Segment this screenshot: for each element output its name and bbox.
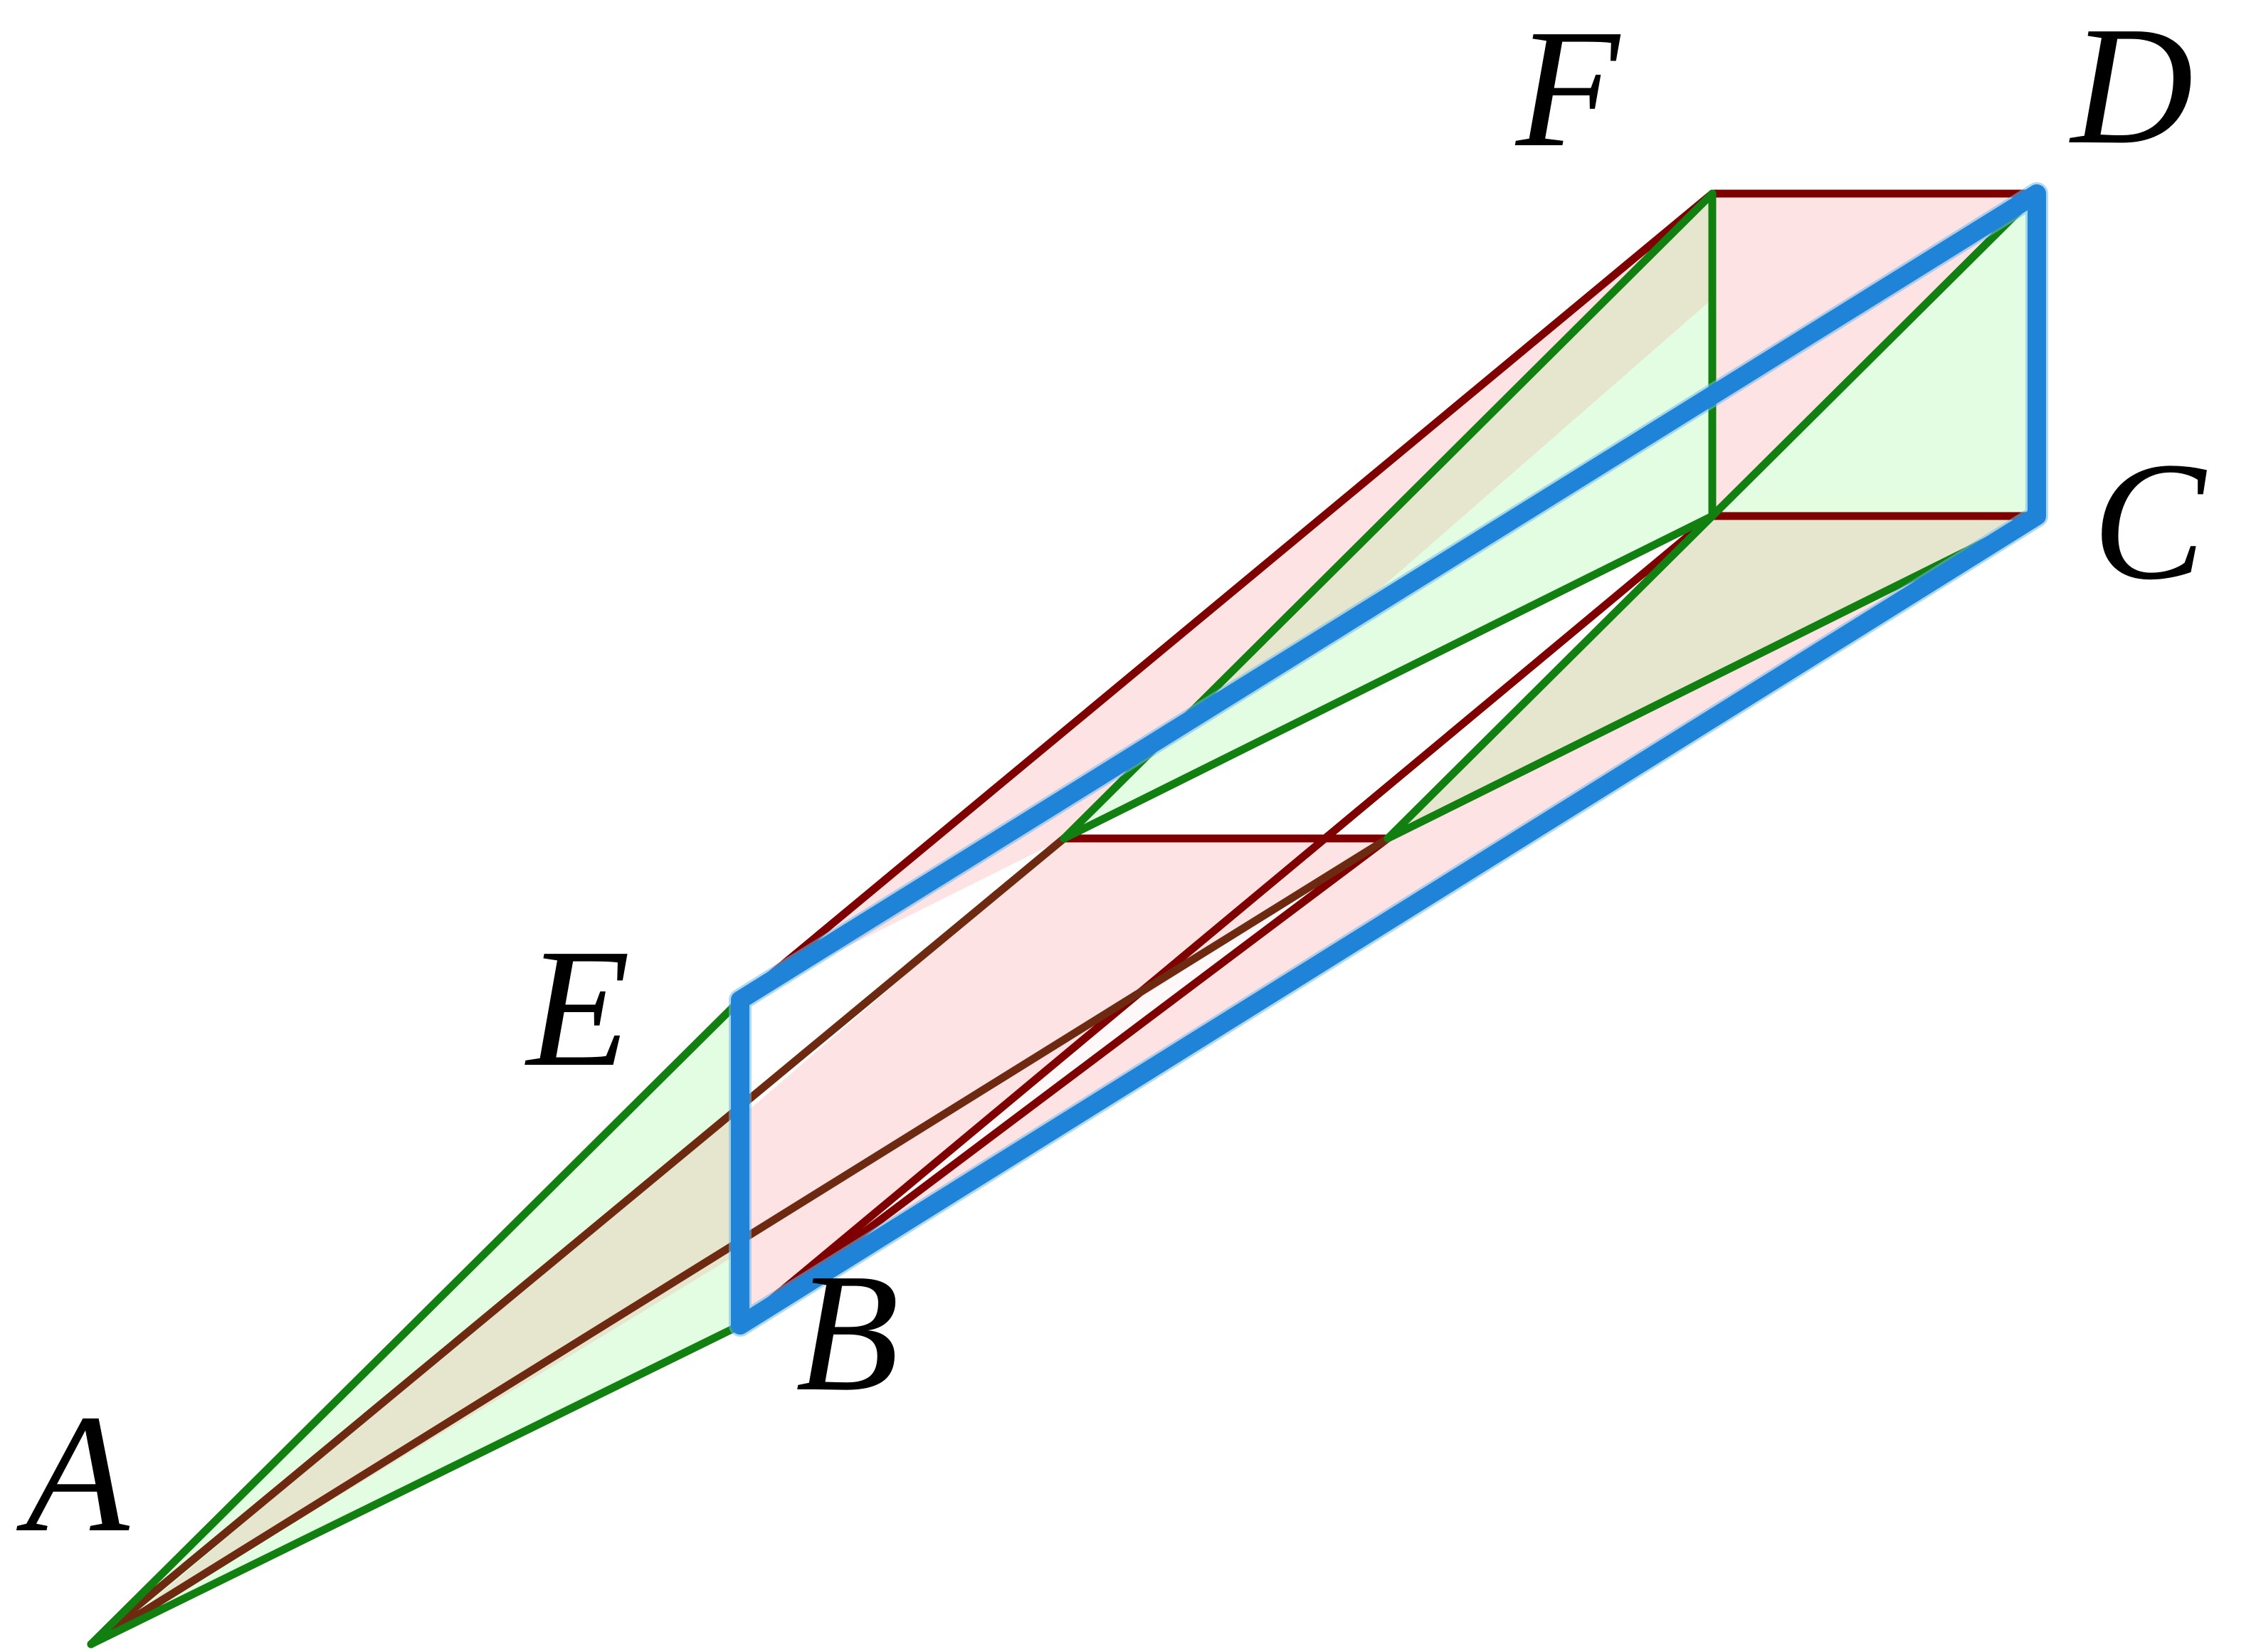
edge-mid-c-green [1383, 512, 2041, 843]
edge-b-mid [736, 834, 1392, 1330]
edge-mid-up [1060, 512, 1717, 843]
label-a: A [16, 1380, 130, 1567]
edge-b-up [736, 512, 1717, 1330]
label-c: C [2092, 428, 2207, 615]
label-b: B [796, 1239, 899, 1426]
face-fills [91, 194, 2037, 1644]
blue-quad [731, 184, 2046, 1335]
edge-a-mid [87, 834, 1068, 1648]
label-d: D [2069, 0, 2193, 179]
edge-e-f [736, 189, 1717, 1004]
edge-a-e [87, 996, 744, 1648]
edges-green [87, 189, 2041, 1648]
edge-a-b [87, 1321, 744, 1648]
label-f: F [1514, 0, 1621, 182]
point-labels: A B C D E F [16, 0, 2207, 1567]
edges-red [87, 189, 2041, 1648]
blue-section [729, 182, 2048, 1337]
label-e: E [525, 915, 630, 1102]
